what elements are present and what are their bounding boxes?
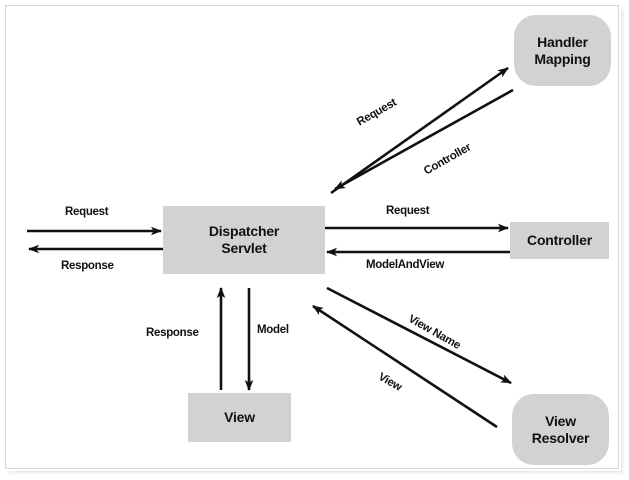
node-controller[interactable]: Controller	[510, 222, 609, 259]
node-view-label: View	[224, 409, 255, 426]
node-handler-mapping[interactable]: Handler Mapping	[514, 15, 611, 86]
node-handler-mapping-line1: Handler	[537, 33, 588, 50]
node-dispatcher-servlet-line1: Dispatcher	[208, 223, 280, 240]
node-dispatcher-servlet[interactable]: Dispatcher Servlet	[163, 206, 325, 274]
node-dispatcher-servlet-line2: Servlet	[221, 240, 267, 256]
node-view-resolver-line2: Resolver	[531, 429, 590, 446]
node-view-resolver-line1: View	[545, 412, 576, 429]
edge-label-client-response: Response	[61, 260, 114, 272]
edge-vr-viewname	[326, 286, 512, 385]
edge-vr-view	[312, 304, 498, 429]
node-view-resolver[interactable]: View Resolver	[512, 394, 609, 465]
node-controller-label: Controller	[527, 232, 592, 249]
edge-label-ctrl-modelandview: ModelAndView	[366, 259, 444, 271]
node-handler-mapping-line2: Mapping	[534, 50, 591, 67]
edge-hm-request	[330, 66, 509, 195]
edge-hm-controller	[334, 88, 514, 191]
edge-label-view-model: Model	[257, 324, 289, 336]
node-view[interactable]: View	[188, 393, 291, 442]
edge-label-ctrl-request: Request	[386, 205, 430, 217]
edge-label-client-request: Request	[65, 206, 109, 218]
edge-label-view-response: Response	[146, 327, 199, 339]
